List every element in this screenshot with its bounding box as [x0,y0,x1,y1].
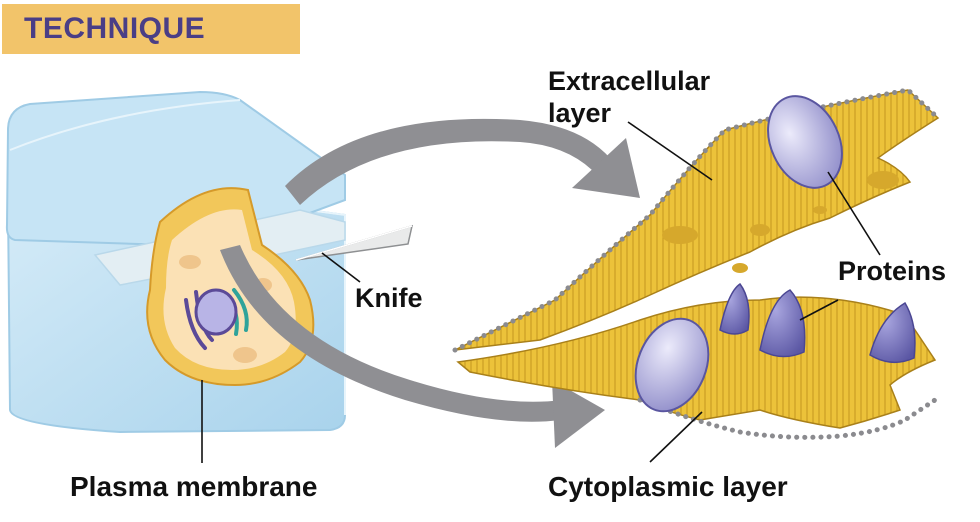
lower-fracture-arrow [220,245,605,448]
upper-protein [767,95,843,189]
cytoplasmic-leader [649,411,703,463]
knife-leader [321,252,361,283]
upper-fracture-arrow [285,118,640,205]
proteins-label: Proteins [838,256,946,286]
plasma-membrane-label: Plasma membrane [70,471,317,502]
extracellular-label-line2: layer [548,98,612,128]
knife-blade [295,224,414,261]
lower-protein [634,317,710,413]
extracellular-layer [452,87,941,353]
cytoplasmic-layer [456,282,938,440]
nucleus [194,288,238,336]
extracellular-label: Extracellular [548,66,711,96]
frozen-cell-block [5,90,346,434]
knife-label: Knife [355,283,423,313]
leader-lines [201,121,881,463]
cytoplasmic-layer-label: Cytoplasmic layer [548,471,788,502]
extracellular-leader [627,121,713,181]
proteins-leader-top [827,171,881,256]
proteins-leader-bottom [799,299,839,321]
technique-tag: TECHNIQUE [2,4,300,54]
